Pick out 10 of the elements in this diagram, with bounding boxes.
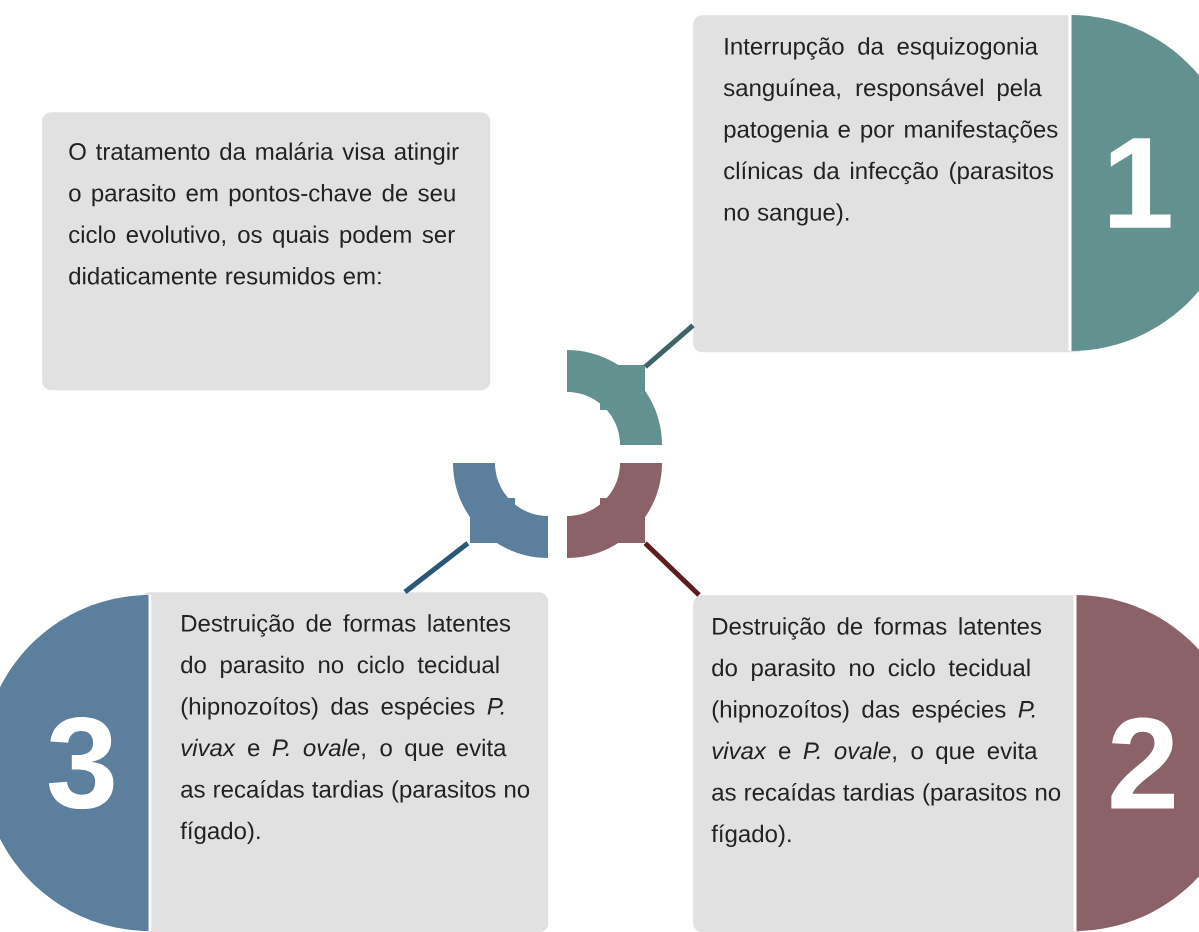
connector-line bbox=[403, 541, 470, 594]
text-box: O tratamento da malária visa atingir o parasito em pontos-chave de seu ciclo evolutivo, os quais podem ser didaticamente resumidos em: bbox=[42, 112, 491, 391]
connector-line bbox=[643, 323, 695, 369]
text-box: Interrupção da esquizogonia sanguínea, responsável pela patogenia e por manifestações clínicas da infecção (parasitos no sangue). bbox=[693, 15, 1086, 353]
text-box: Destruição de formas latentes do parasito no ciclo tecidual (hipnozoítos) das espécies P. vivax e P. ovale, o que evita as recaídas tardias (parasitos no fígado). bbox=[140, 592, 549, 932]
arc-segment bbox=[567, 463, 662, 558]
arc-segment bbox=[453, 463, 548, 558]
text-box: Destruição de formas latentes do parasito no ciclo tecidual (hipnozoítos) das espécies P. vivax e P. ovale, o que evita as recaídas tardias (parasitos no fígado). bbox=[693, 595, 1086, 932]
connector-line bbox=[643, 541, 701, 597]
arc-segment bbox=[567, 350, 662, 445]
